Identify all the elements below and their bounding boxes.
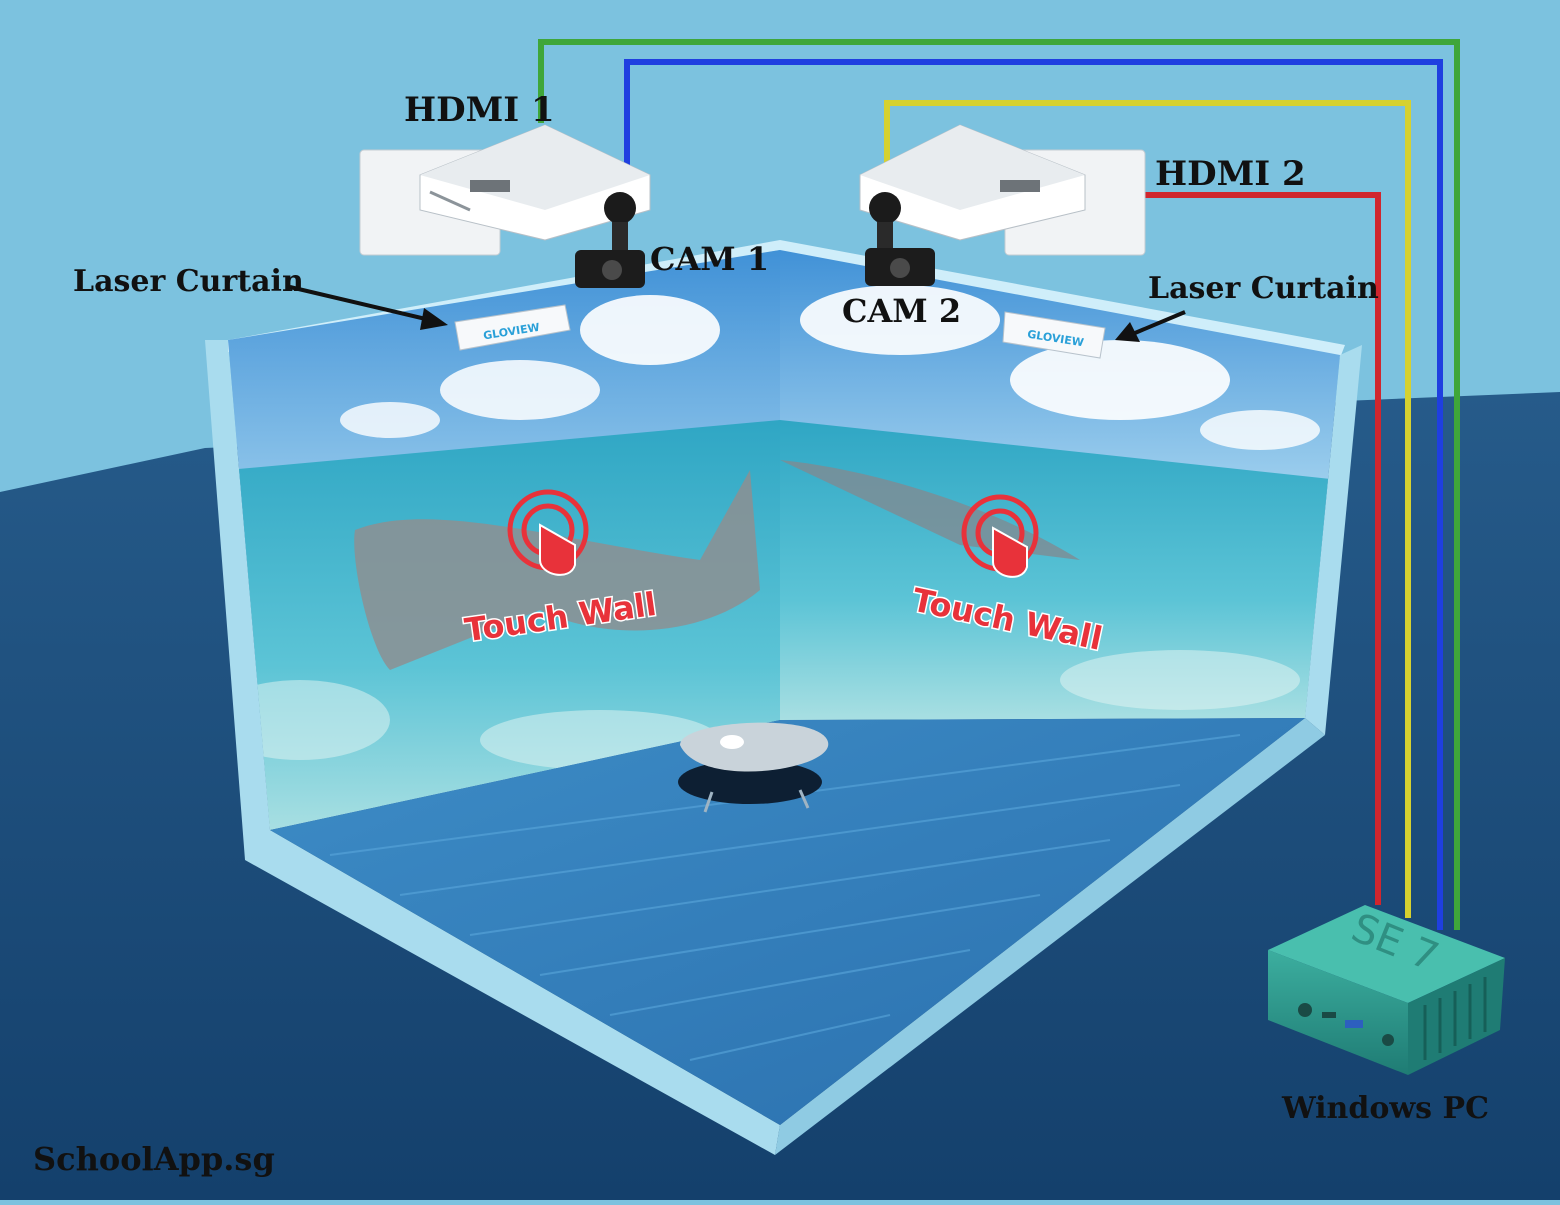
laser-curtain-label-right: Laser Curtain [1148,271,1379,306]
laser-curtain-sensor-right: GLOVIEW [1002,311,1106,359]
arrow-head-left [420,308,448,330]
room-wall-edge-left [205,340,780,1155]
cables [538,39,1460,930]
room-floor [270,718,1305,1125]
pc-vent [1423,977,1487,1060]
pc-audio-port [1298,1003,1312,1017]
projector-1 [359,124,651,256]
windows-pc: SE 7 [1268,905,1505,1075]
camera-1 [575,250,645,288]
cable-yellow [884,100,1411,918]
pc-usb-port [1345,1020,1363,1028]
laser-curtain-label-left: Laser Curtain [73,264,304,299]
hdmi1-label: HDMI 1 [404,90,555,130]
touch-icon-right [961,494,1039,578]
arrow-head-right [1115,322,1140,342]
arrows [289,285,1186,342]
cam1-label: CAM 1 [650,240,769,278]
laser-curtain-sensor-left: GLOVIEW [454,304,571,351]
pc-power-button [1382,1034,1394,1046]
pc-usbc-port [1322,1012,1336,1018]
touch-icon-left [507,489,589,576]
cable-red [1045,192,1381,905]
cam2-label: CAM 2 [842,292,961,330]
windows-pc-label: Windows PC [1281,1091,1489,1126]
hdmi2-label: HDMI 2 [1155,154,1306,194]
arrow-laser-left [289,285,431,322]
cable-green [538,39,1460,930]
projector-2 [859,124,1146,256]
credit-label: SchoolApp.sg [33,1140,275,1178]
coffee-table [678,722,829,813]
cable-blue [624,59,1443,930]
room-floor-edge [775,718,1325,1155]
room-wall-edge-right [1305,345,1362,735]
camera-2 [865,248,935,286]
arrow-laser-right [1134,310,1186,335]
